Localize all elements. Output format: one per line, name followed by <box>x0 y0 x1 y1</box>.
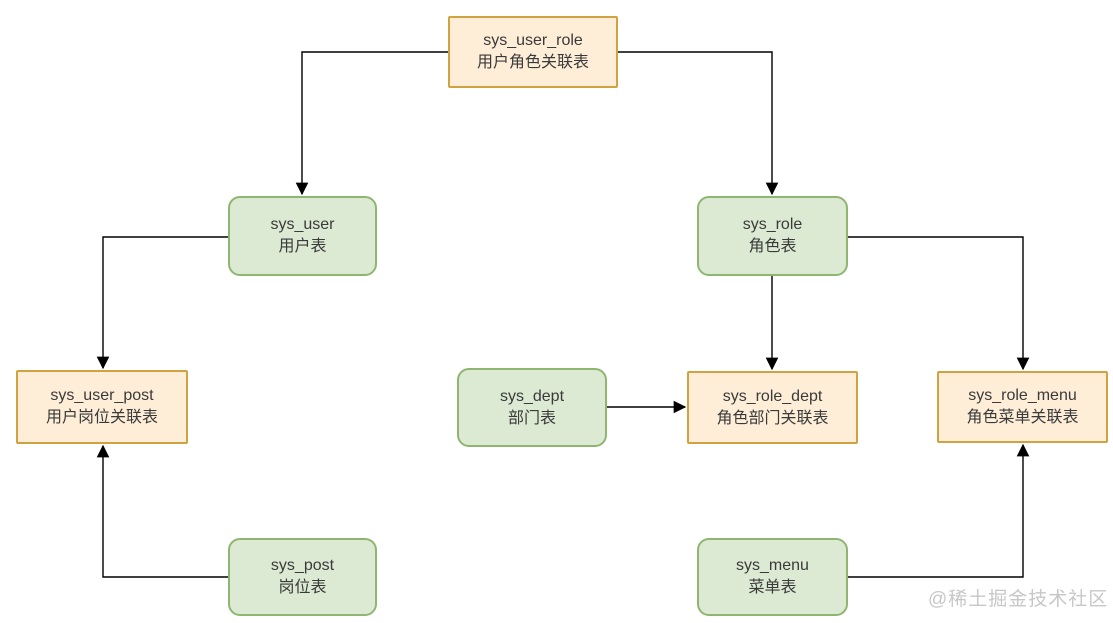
node-title: sys_role_menu <box>968 387 1077 404</box>
node-sys_user_role: sys_user_role 用户角色关联表 <box>448 16 618 88</box>
node-subtitle: 角色部门关联表 <box>716 409 829 427</box>
edge-sys_user_role-to-sys_user <box>295 51 448 196</box>
node-subtitle: 部门表 <box>507 409 556 427</box>
node-title: sys_role_dept <box>722 387 823 405</box>
node-title: sys_dept <box>499 387 565 405</box>
node-sys_dept: sys_dept 部门表 <box>457 368 607 447</box>
node-subtitle: 菜单表 <box>748 579 797 596</box>
node-subtitle: 角色菜单关联表 <box>966 409 1079 426</box>
node-subtitle: 岗位表 <box>278 579 327 596</box>
node-sys_role: sys_role 角色表 <box>697 196 848 276</box>
edge-sys_user-to-sys_user_post <box>96 236 228 370</box>
node-sys_user_post: sys_user_post 用户岗位关联表 <box>16 370 188 444</box>
node-sys_role_menu: sys_role_menu 角色菜单关联表 <box>937 371 1108 443</box>
edge-sys_role-to-sys_role_menu <box>848 236 1030 371</box>
node-sys_menu: sys_menu 菜单表 <box>697 538 848 616</box>
node-sys_user: sys_user 用户表 <box>228 196 377 276</box>
edge-sys_post-to-sys_user_post <box>96 444 228 578</box>
node-subtitle: 角色表 <box>748 238 797 255</box>
node-subtitle: 用户角色关联表 <box>476 54 589 71</box>
node-title: sys_role <box>742 216 803 233</box>
node-title: sys_user <box>270 216 335 233</box>
node-sys_post: sys_post 岗位表 <box>228 538 377 616</box>
node-title: sys_user_role <box>483 32 583 49</box>
node-subtitle: 用户岗位关联表 <box>45 409 158 426</box>
edge-sys_user_role-to-sys_role <box>618 51 779 196</box>
node-title: sys_user_post <box>50 387 154 404</box>
node-title: sys_post <box>270 557 335 574</box>
node-title: sys_menu <box>736 557 809 574</box>
node-subtitle: 用户表 <box>278 238 327 255</box>
node-sys_role_dept: sys_role_dept 角色部门关联表 <box>687 371 858 444</box>
edge-sys_menu-to-sys_role_menu <box>848 443 1030 578</box>
watermark: @稀土掘金技术社区 <box>928 589 1109 610</box>
